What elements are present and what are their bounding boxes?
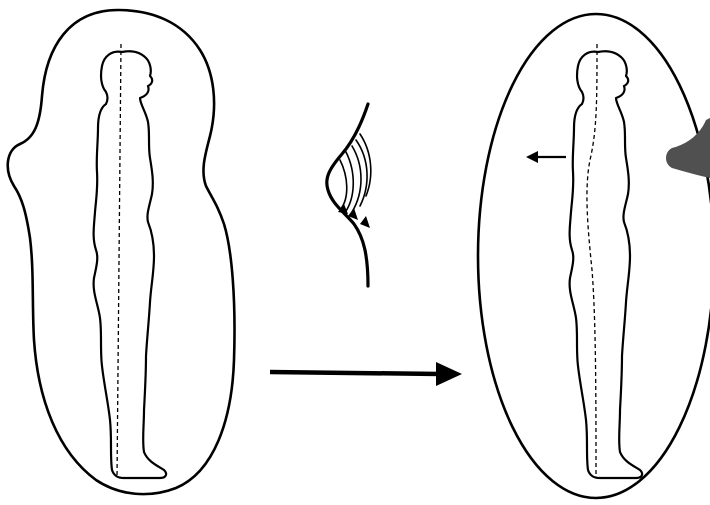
spine-curve xyxy=(327,104,368,286)
after-panel xyxy=(478,14,710,498)
spinal-curve-inset xyxy=(327,104,371,286)
left-arrow-icon xyxy=(526,151,566,163)
correction-arcs xyxy=(340,134,371,214)
figure-before xyxy=(94,51,166,478)
transition-arrow-icon xyxy=(270,362,462,386)
figure-after xyxy=(570,51,642,478)
before-panel xyxy=(8,10,235,494)
shaded-region xyxy=(666,118,710,178)
